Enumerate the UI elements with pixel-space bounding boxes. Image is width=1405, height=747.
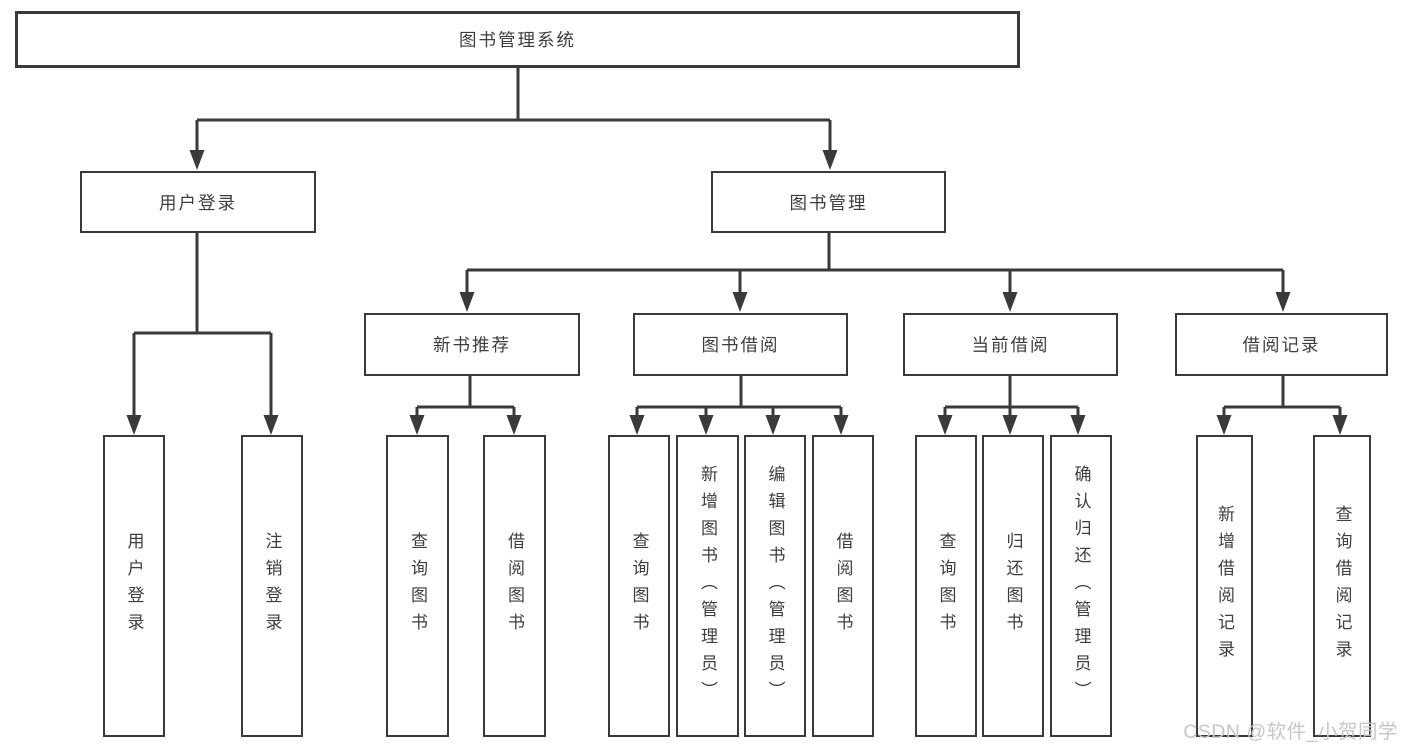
arrowhead-icon bbox=[629, 415, 645, 435]
arrowhead-icon bbox=[937, 415, 953, 435]
arrowhead-icon bbox=[506, 415, 522, 435]
leaf-borrow-books-recommend: 借阅图书 bbox=[483, 435, 546, 737]
edge-book-management-children bbox=[465, 233, 1285, 295]
node-library-system: 图书管理系统 bbox=[15, 11, 1020, 68]
leaf-label: 编辑图书（管理员） bbox=[765, 464, 785, 708]
arrowhead-icon bbox=[698, 415, 714, 435]
leaf-label: 查询借阅记录 bbox=[1332, 505, 1352, 667]
leaf-logout: 注销登录 bbox=[241, 435, 303, 737]
node-user-login: 用户登录 bbox=[80, 171, 316, 233]
node-current-borrow: 当前借阅 bbox=[903, 313, 1118, 376]
leaf-query-books-current: 查询图书 bbox=[915, 435, 977, 737]
node-book-management: 图书管理 bbox=[711, 171, 946, 233]
leaf-label: 注销登录 bbox=[262, 532, 282, 640]
edge-user-login-children bbox=[132, 233, 273, 418]
arrowhead-icon bbox=[263, 415, 279, 435]
leaf-label: 新增图书（管理员） bbox=[698, 464, 717, 708]
leaf-label: 查询图书 bbox=[408, 532, 427, 640]
arrowhead-icon bbox=[833, 415, 849, 435]
arrowhead-icon bbox=[126, 415, 142, 435]
arrowhead-icon bbox=[189, 150, 205, 170]
leaf-label: 查询图书 bbox=[629, 532, 649, 640]
edge-root-to-level2 bbox=[195, 68, 832, 153]
leaf-label: 借阅图书 bbox=[833, 532, 853, 640]
leaf-borrow-books: 借阅图书 bbox=[812, 435, 874, 737]
edge-current-borrow-children bbox=[943, 376, 1080, 418]
arrowhead-icon bbox=[1002, 292, 1018, 312]
edge-new-book-recommend-children bbox=[415, 376, 516, 418]
csdn-watermark: CSDN @软件_小贺同学 bbox=[1183, 721, 1398, 743]
leaf-label: 借阅图书 bbox=[505, 532, 524, 640]
arrowhead-icon bbox=[1002, 415, 1018, 435]
arrowhead-icon bbox=[822, 150, 838, 170]
node-book-borrow: 图书借阅 bbox=[633, 313, 848, 376]
leaf-label: 新增借阅记录 bbox=[1215, 505, 1234, 667]
leaf-add-borrow-record: 新增借阅记录 bbox=[1196, 435, 1253, 737]
leaf-return-book: 归还图书 bbox=[982, 435, 1044, 737]
arrowhead-icon bbox=[459, 292, 475, 312]
leaf-add-book-admin: 新增图书（管理员） bbox=[676, 435, 739, 737]
leaf-label: 确认归还（管理员） bbox=[1071, 464, 1091, 708]
leaf-label: 归还图书 bbox=[1003, 532, 1023, 640]
arrowhead-icon bbox=[1275, 292, 1291, 312]
leaf-confirm-return-admin: 确认归还（管理员） bbox=[1050, 435, 1112, 737]
leaf-edit-book-admin: 编辑图书（管理员） bbox=[744, 435, 806, 737]
arrowhead-icon bbox=[1070, 415, 1086, 435]
arrowhead-icon bbox=[1332, 415, 1348, 435]
arrowhead-icon bbox=[765, 415, 781, 435]
leaf-query-books-recommend: 查询图书 bbox=[386, 435, 449, 737]
leaf-user-login: 用户登录 bbox=[103, 435, 165, 737]
node-borrow-records: 借阅记录 bbox=[1175, 313, 1388, 376]
arrowhead-icon bbox=[1216, 415, 1232, 435]
arrowhead-icon bbox=[732, 292, 748, 312]
node-new-book-recommend: 新书推荐 bbox=[364, 313, 580, 376]
leaf-label: 用户登录 bbox=[124, 532, 144, 640]
arrowhead-icon bbox=[409, 415, 425, 435]
leaf-query-books-borrow: 查询图书 bbox=[608, 435, 670, 737]
leaf-query-borrow-record: 查询借阅记录 bbox=[1313, 435, 1371, 737]
leaf-label: 查询图书 bbox=[936, 532, 956, 640]
edge-borrow-records-children bbox=[1222, 376, 1342, 418]
edge-book-borrow-children bbox=[635, 376, 843, 418]
